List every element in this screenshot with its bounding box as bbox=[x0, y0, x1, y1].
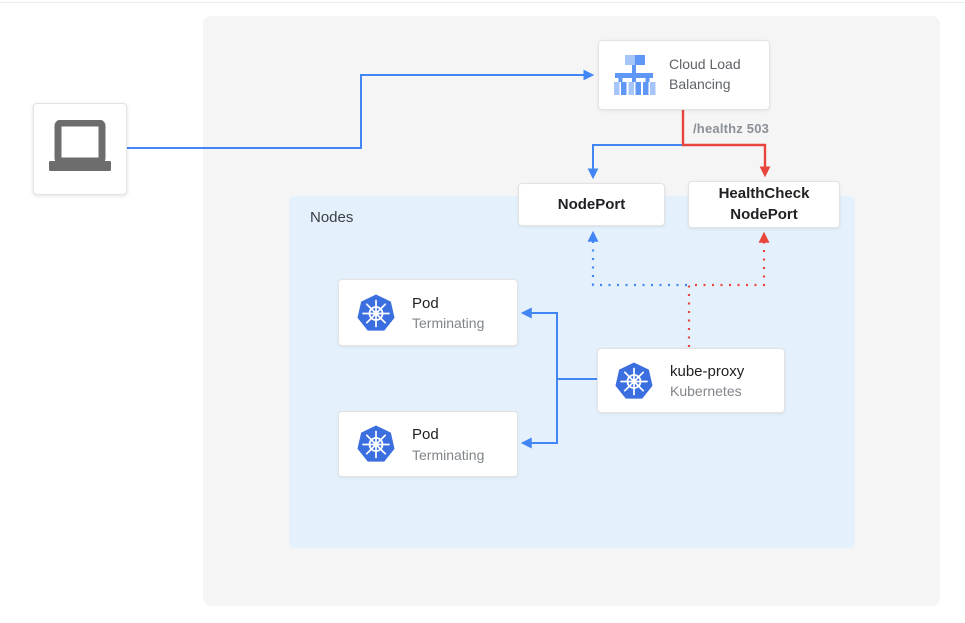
kube-proxy-title: kube-proxy bbox=[670, 362, 745, 380]
kube-proxy-labels: kube-proxy Kubernetes bbox=[670, 361, 744, 401]
kubernetes-icon bbox=[614, 361, 654, 401]
kube-proxy-node: kube-proxy Kubernetes bbox=[597, 348, 785, 413]
kubernetes-icon bbox=[356, 293, 396, 333]
nodes-group-label: Nodes bbox=[310, 209, 354, 226]
cloud-load-balancing-label: Cloud Load Balancing bbox=[669, 56, 741, 92]
nodeport-label: NodePort bbox=[557, 196, 626, 213]
pod-title: Pod bbox=[412, 294, 439, 312]
client-node bbox=[33, 103, 127, 195]
pod-1-node: Pod Terminating bbox=[338, 279, 518, 346]
pod-2-node: Pod Terminating bbox=[338, 411, 518, 477]
pod-2-labels: Pod Terminating bbox=[412, 424, 484, 464]
healthcheck-nodeport-label: HealthCheck NodePort bbox=[718, 185, 810, 223]
pod-1-labels: Pod Terminating bbox=[412, 293, 484, 333]
pod-title: Pod bbox=[412, 426, 439, 444]
laptop-icon bbox=[45, 120, 115, 178]
cloud-load-balancing-node: Cloud Load Balancing bbox=[598, 40, 770, 110]
pod-status: Terminating bbox=[412, 446, 485, 463]
cloud-load-balancing-icon bbox=[612, 54, 656, 96]
kube-proxy-subtitle: Kubernetes bbox=[670, 383, 742, 400]
pod-status: Terminating bbox=[412, 315, 485, 332]
kubernetes-icon bbox=[356, 424, 396, 464]
healthz-503-label: /healthz 503 bbox=[693, 121, 770, 136]
top-divider bbox=[0, 2, 965, 3]
nodeport-node: NodePort bbox=[518, 183, 665, 226]
healthcheck-nodeport-node: HealthCheck NodePort bbox=[688, 181, 840, 228]
